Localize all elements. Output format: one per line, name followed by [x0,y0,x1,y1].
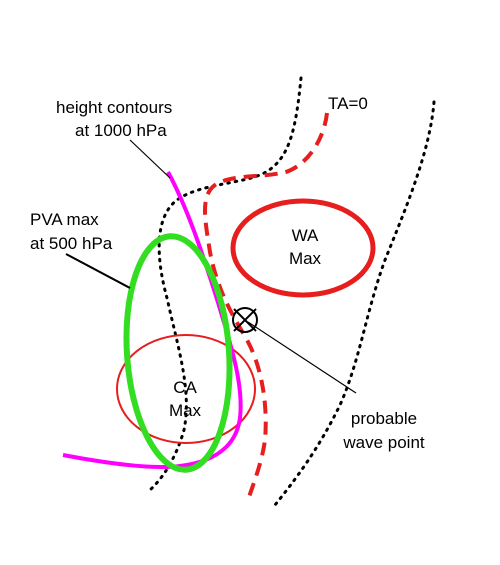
ta-zero-dashed-line [203,112,329,501]
label-pva-max-line2: at 500 hPa [30,234,113,253]
label-pva-max-line1: PVA max [30,210,99,229]
label-height-contours-line1: height contours [56,98,172,117]
dotted-contour-left [148,76,303,492]
ca-max-ellipse [116,334,256,444]
wa-max-ellipse [230,198,376,298]
label-ta-zero: TA=0 [328,94,368,113]
wave-point-marker-icon [232,307,258,333]
label-height-contours-line2: at 1000 hPa [75,121,167,140]
pva-max-leader [65,253,131,289]
label-wave-point-line2: wave point [342,433,425,452]
dotted-contour-right [273,100,436,507]
wave-point-leader [247,321,357,394]
pva-max-ellipse [123,233,233,473]
label-ca-max-line2: Max [169,401,202,420]
height-contour-magenta [62,171,243,470]
label-wave-point-line1: probable [351,409,417,428]
height-contours-leader [129,139,171,179]
label-wa-max-line2: Max [289,249,322,268]
label-ca-max-line1: CA [173,378,197,397]
label-wa-max-line1: WA [292,226,319,245]
